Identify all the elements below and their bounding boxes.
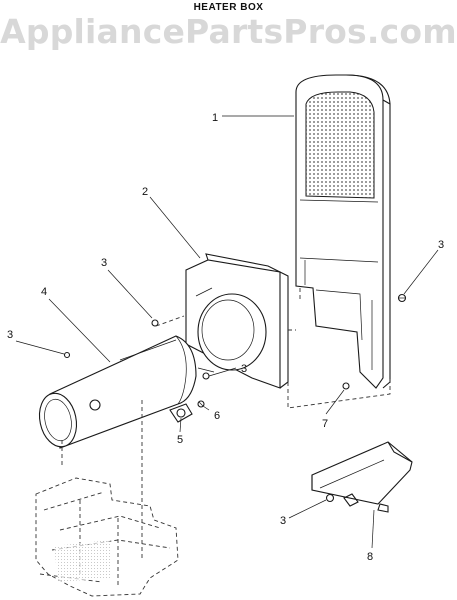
diagram-title: HEATER BOX [193, 2, 264, 13]
leader-lines [15, 115, 439, 549]
callout-4: 4 [41, 286, 47, 298]
callout-5: 5 [177, 434, 183, 446]
callout-7: 7 [322, 418, 328, 430]
callout-3-b: 3 [7, 329, 13, 341]
callout-3-a: 3 [101, 257, 107, 269]
mounting-bracket [311, 441, 413, 513]
thermostat [169, 403, 193, 423]
callout-labels: 1 2 3 4 3 3 3 5 6 7 3 3 8 [7, 112, 444, 563]
callout-1: 1 [212, 112, 218, 124]
callout-6: 6 [214, 410, 220, 422]
callout-3-e: 3 [280, 515, 286, 527]
screw-6 [197, 400, 205, 408]
duct-collar [185, 253, 289, 389]
screws [63, 293, 407, 503]
callout-3-d: 3 [241, 363, 247, 375]
watermark-text: AppliancePartsPros.com [0, 12, 457, 51]
heater-tube [38, 335, 197, 449]
motor-assembly-dashed [35, 477, 179, 597]
heater-box-panel [295, 74, 391, 389]
callout-8: 8 [367, 551, 373, 563]
callout-2: 2 [142, 186, 148, 198]
alignment-lines [61, 288, 391, 560]
callout-3-c: 3 [438, 239, 444, 251]
